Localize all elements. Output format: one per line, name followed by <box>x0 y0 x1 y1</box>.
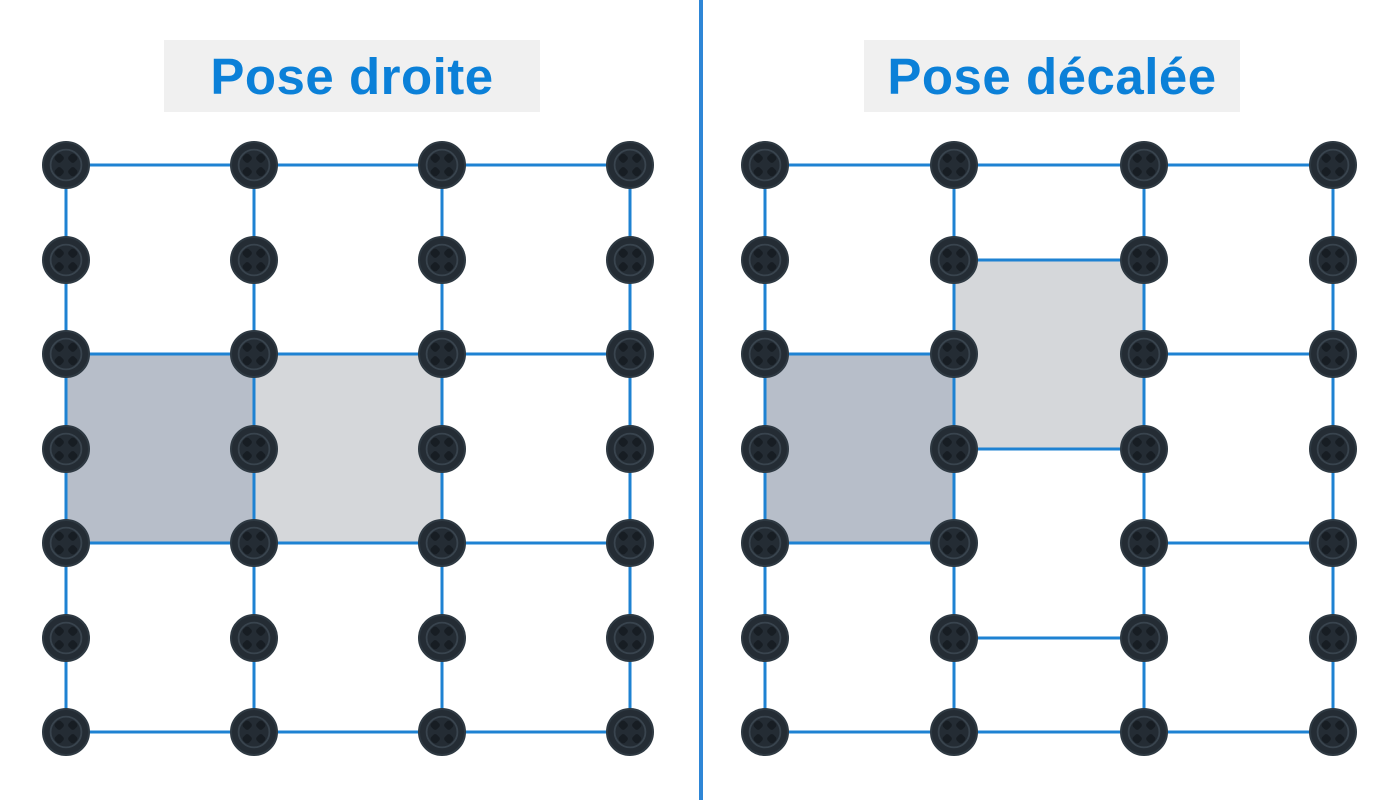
screw-icon <box>42 330 90 378</box>
screw-icon <box>230 141 278 189</box>
screw-icon <box>606 236 654 284</box>
screw-icon <box>606 141 654 189</box>
screw-icon <box>1309 708 1357 756</box>
screw-icon <box>42 519 90 567</box>
screw-icon <box>418 614 466 662</box>
screw-icon <box>42 141 90 189</box>
screw-icon <box>230 425 278 473</box>
screw-icon <box>42 236 90 284</box>
screw-icon <box>606 330 654 378</box>
screw-icon <box>1120 236 1168 284</box>
screw-icon <box>230 236 278 284</box>
screw-icon <box>418 330 466 378</box>
screw-icon <box>1120 519 1168 567</box>
plank-cell-dark <box>765 354 954 543</box>
screw-icon <box>930 236 978 284</box>
screw-icon <box>606 519 654 567</box>
screw-icon <box>606 614 654 662</box>
screw-icon <box>418 425 466 473</box>
screw-icon <box>741 519 789 567</box>
plank-cell-light <box>254 354 442 543</box>
screw-icon <box>741 708 789 756</box>
screw-icon <box>1309 614 1357 662</box>
screw-icon <box>741 330 789 378</box>
screw-icon <box>930 425 978 473</box>
screw-icon <box>418 236 466 284</box>
screw-icon <box>1309 236 1357 284</box>
screw-icon <box>230 330 278 378</box>
panel-title-pose-decalee: Pose décalée <box>864 40 1240 112</box>
panel-pose-droite <box>42 141 654 756</box>
screw-icon <box>42 425 90 473</box>
screw-icon <box>230 519 278 567</box>
screw-icon <box>930 141 978 189</box>
screw-icon <box>606 425 654 473</box>
screw-icon <box>1120 425 1168 473</box>
screw-icon <box>741 614 789 662</box>
screw-icon <box>1120 708 1168 756</box>
screw-icon <box>418 708 466 756</box>
screw-icon <box>1309 141 1357 189</box>
screw-icon <box>606 708 654 756</box>
screw-icon <box>741 236 789 284</box>
screw-icon <box>230 614 278 662</box>
screw-icon <box>230 708 278 756</box>
panel-title-pose-droite: Pose droite <box>164 40 540 112</box>
panel-divider <box>699 0 703 800</box>
screw-icon <box>418 519 466 567</box>
plank-cell-light <box>954 260 1144 449</box>
screw-icon <box>930 708 978 756</box>
screw-icon <box>1120 614 1168 662</box>
screw-icon <box>42 614 90 662</box>
plank-cell-dark <box>66 354 254 543</box>
screw-icon <box>418 141 466 189</box>
screw-icon <box>1309 519 1357 567</box>
screw-icon <box>930 519 978 567</box>
screw-icon <box>930 614 978 662</box>
screw-icon <box>1309 425 1357 473</box>
screw-icon <box>1120 141 1168 189</box>
screw-icon <box>930 330 978 378</box>
screw-icon <box>42 708 90 756</box>
panel-pose-decalee <box>741 141 1357 756</box>
screw-icon <box>741 141 789 189</box>
screw-icon <box>741 425 789 473</box>
screw-icon <box>1120 330 1168 378</box>
screw-icon <box>1309 330 1357 378</box>
